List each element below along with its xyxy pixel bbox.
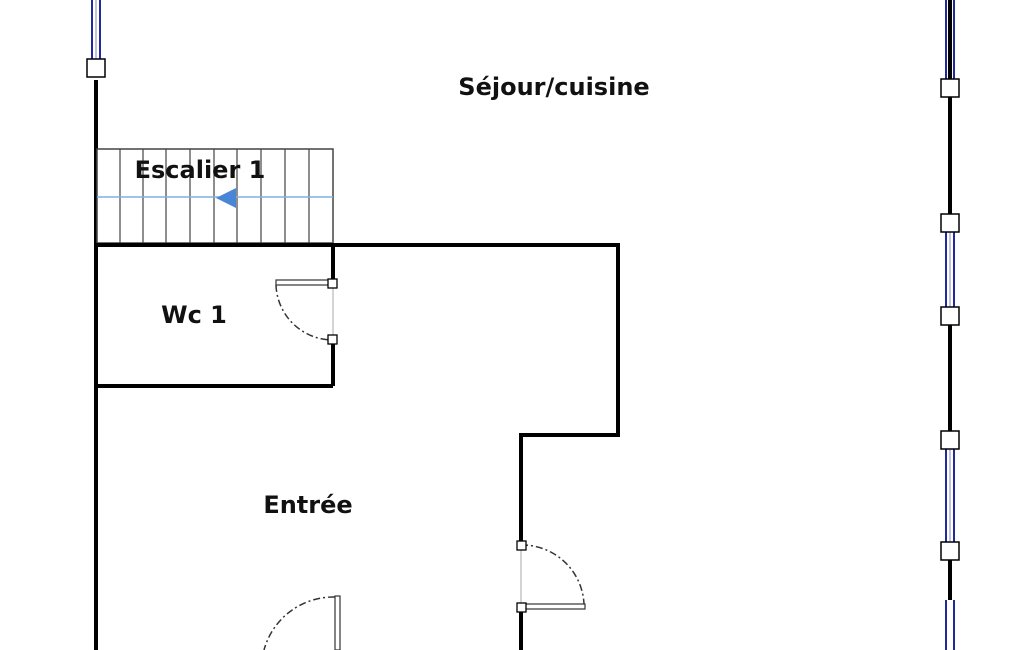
right-window-middle: [940, 213, 960, 326]
wc-door: [275, 278, 338, 345]
left-window: [86, 0, 106, 78]
left-wall: [86, 0, 106, 650]
room-label-sejour: Séjour/cuisine: [458, 73, 649, 101]
entrance-door: [263, 595, 341, 650]
room-label-entree: Entrée: [263, 491, 352, 519]
room-label-escalier: Escalier 1: [135, 156, 266, 184]
stair-arrow-icon: [216, 188, 236, 208]
interior-walls: [96, 243, 620, 650]
right-window-lower: [940, 430, 960, 561]
right-window-bottom: [944, 600, 956, 650]
living-door: [516, 540, 586, 613]
room-label-wc: Wc 1: [161, 301, 227, 329]
right-wall: [940, 0, 960, 650]
right-window-top: [940, 0, 960, 98]
staircase: [96, 148, 334, 244]
